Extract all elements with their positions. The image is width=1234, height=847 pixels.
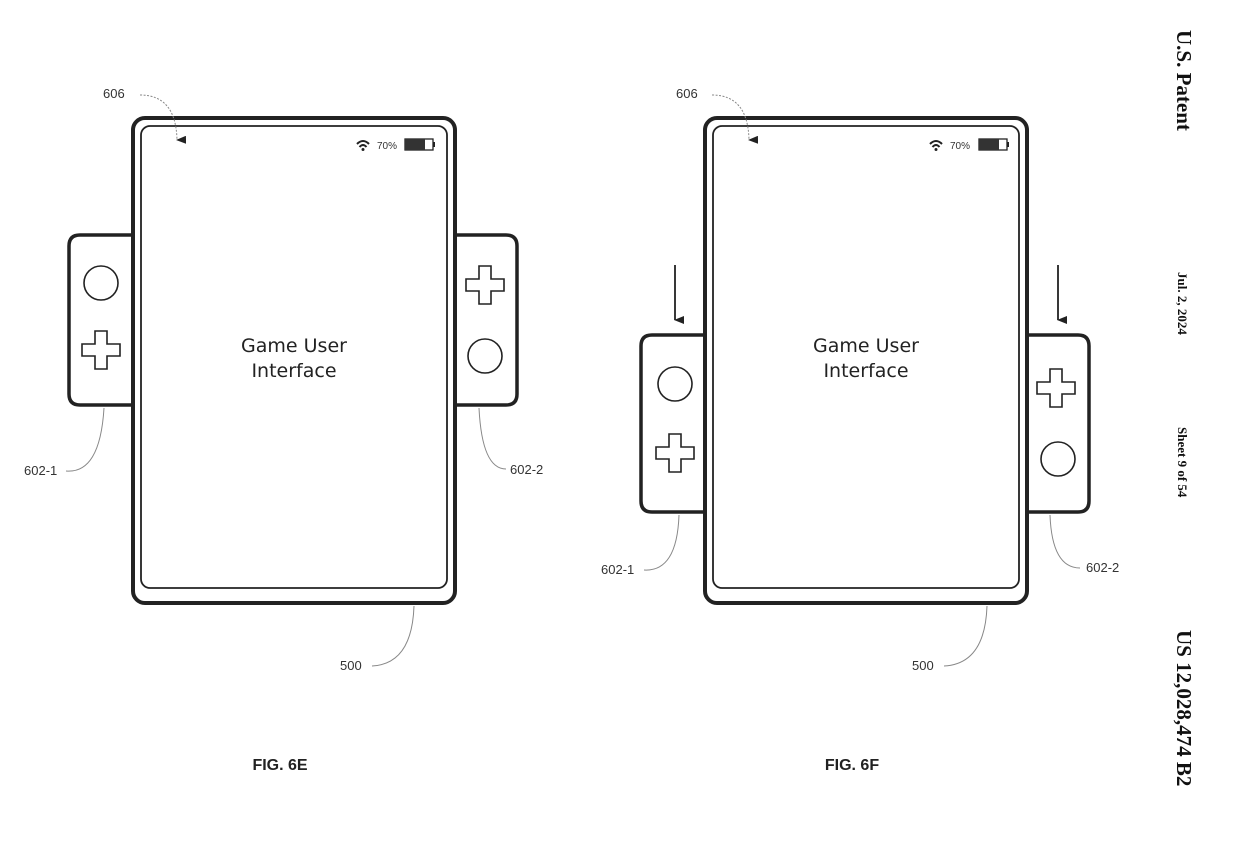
header-patent-number: US 12,028,474 B2 bbox=[1172, 630, 1196, 787]
figure-label: FIG. 6F bbox=[825, 757, 879, 774]
screen-title-line2: Interface bbox=[823, 360, 908, 382]
leader-602-2 bbox=[1049, 514, 1081, 569]
right-controller bbox=[455, 233, 519, 407]
figure-6f: 70% Game User Interface 606 602-1 602-2 … bbox=[601, 86, 1119, 774]
header-title: U.S. Patent bbox=[1172, 30, 1196, 131]
button-icon bbox=[1040, 441, 1076, 477]
battery-percent: 70% bbox=[377, 141, 397, 152]
header-sheet: Sheet 9 of 54 bbox=[1175, 427, 1190, 498]
leader-500 bbox=[943, 605, 988, 667]
status-bar: 70% bbox=[356, 138, 435, 152]
ref-500: 500 bbox=[912, 658, 934, 673]
leader-602-2 bbox=[478, 407, 507, 470]
leader-500 bbox=[371, 605, 415, 667]
ref-606: 606 bbox=[103, 86, 125, 101]
button-icon bbox=[657, 366, 693, 402]
dpad-icon bbox=[1036, 368, 1076, 408]
device-screen bbox=[712, 125, 1020, 589]
ref-602-2: 602-2 bbox=[510, 462, 543, 477]
ref-602-1: 602-1 bbox=[601, 562, 634, 577]
leader-602-1 bbox=[643, 514, 680, 571]
button-icon bbox=[467, 338, 503, 374]
wifi-icon bbox=[356, 140, 370, 151]
battery-icon bbox=[978, 138, 1009, 151]
ref-500: 500 bbox=[340, 658, 362, 673]
ref-602-2: 602-2 bbox=[1086, 560, 1119, 575]
ref-606: 606 bbox=[676, 86, 698, 101]
left-controller bbox=[67, 233, 133, 407]
screen-title-line1: Game User bbox=[241, 335, 347, 357]
left-controller bbox=[639, 333, 705, 514]
battery-percent: 70% bbox=[950, 141, 970, 152]
status-bar: 70% bbox=[929, 138, 1009, 152]
battery-icon bbox=[404, 138, 435, 151]
dpad-icon bbox=[655, 433, 695, 473]
screen-title-line1: Game User bbox=[813, 335, 919, 357]
dpad-icon bbox=[465, 265, 505, 305]
ref-602-1: 602-1 bbox=[24, 463, 57, 478]
screen-title-line2: Interface bbox=[251, 360, 336, 382]
wifi-icon bbox=[929, 140, 943, 151]
button-icon bbox=[83, 265, 119, 301]
header-date: Jul. 2, 2024 bbox=[1175, 272, 1190, 335]
dpad-icon bbox=[81, 330, 121, 370]
figure-6e: 70% Game User Interface 606 602-1 602-2 … bbox=[24, 86, 543, 774]
leader-602-1 bbox=[65, 407, 105, 472]
figure-label: FIG. 6E bbox=[252, 757, 307, 774]
device-screen bbox=[140, 125, 448, 589]
right-controller bbox=[1027, 333, 1091, 514]
